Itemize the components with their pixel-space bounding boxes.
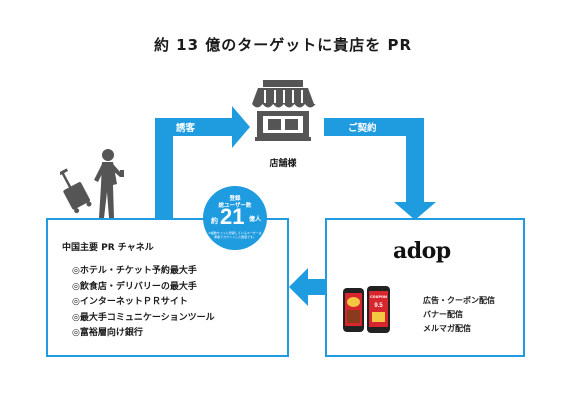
- list-item: ◎ホテル・チケット予約最大手: [72, 266, 197, 276]
- list-item: バナー配信: [423, 310, 463, 319]
- list-item: ◎最大手コミュニケーションツール: [72, 312, 215, 323]
- china-box-heading: 中国主要 PR チャネル: [62, 243, 154, 253]
- channel-list: ◎ホテル・チケット予約最大手 ◎飲食店・デリバリーの最大手 ◎インターネットＰＲ…: [72, 264, 215, 342]
- badge-note: ※複数サイトに登録しているユーザーは重複でカウントした数値です。: [208, 231, 262, 239]
- badge-top-label: 登録 総ユーザー数: [218, 196, 252, 209]
- adop-box: adop COUPON 9.5 広告・クーポン配信 バナー配信 メルマガ配信: [325, 218, 525, 357]
- list-item: ◎富裕層向け銀行: [72, 328, 143, 338]
- phone-coupon-label: COUPON: [370, 295, 387, 299]
- adop-logo: adop: [393, 238, 451, 264]
- adop-logo-text: adop: [393, 238, 451, 264]
- list-item: ◎飲食店・デリバリーの最大手: [72, 281, 197, 292]
- list-item: 広告・クーポン配信: [423, 296, 495, 305]
- badge-prefix: 約: [211, 217, 218, 225]
- user-count-badge: 登録 総ユーザー数 約 21 億人 ※複数サイトに登録しているユーザーは重複でカ…: [203, 186, 267, 250]
- badge-unit: 億人: [249, 216, 262, 223]
- traveler-icon: [60, 149, 124, 218]
- right-flow-arrow: [324, 118, 436, 220]
- list-item: メルマガ配信: [423, 324, 471, 333]
- bottom-flow-arrow: [289, 268, 325, 306]
- right-arrow-label: ご契約: [348, 123, 377, 134]
- store-icon: [252, 80, 316, 141]
- service-list: 広告・クーポン配信 バナー配信 メルマガ配信: [423, 294, 495, 336]
- list-item: ◎インターネットＰＲサイト: [72, 297, 188, 307]
- phone-image-1: [343, 288, 364, 332]
- phone-coupon-price: 9.5: [374, 303, 383, 309]
- phone-image-2: COUPON 9.5: [367, 286, 390, 333]
- left-arrow-label: 誘客: [176, 123, 196, 134]
- store-label: 店舗様: [269, 159, 297, 169]
- badge-number: 21: [220, 204, 245, 229]
- left-flow-arrow: [155, 106, 250, 218]
- page-title: 約 13 億のターゲットに貴店を PR: [153, 36, 413, 54]
